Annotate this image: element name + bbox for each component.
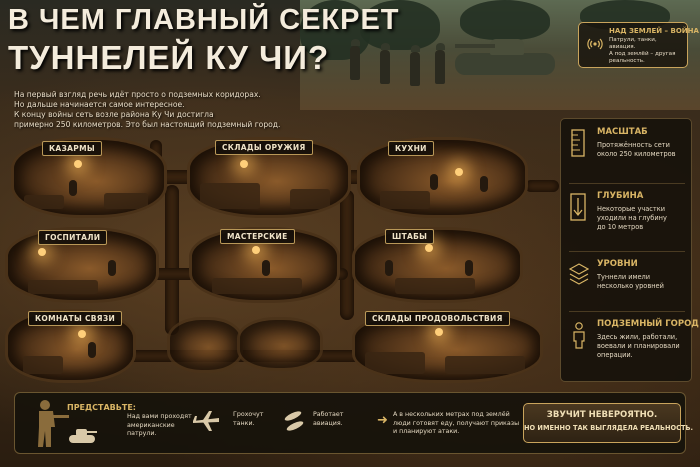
imagine-text: Грохочут танки. bbox=[233, 411, 263, 428]
fact-text: Здесь жили, работали, воевали и планиров… bbox=[597, 333, 689, 360]
war-above-notice: НАД ЗЕМЛЕЙ – ВОЙНА Патрули, танки, авиац… bbox=[578, 22, 699, 68]
imagine-line: авиация. bbox=[313, 419, 343, 427]
fact-heading: МАСШТАБ bbox=[597, 127, 648, 137]
chamber-small bbox=[170, 320, 240, 370]
layers-icon bbox=[569, 263, 589, 285]
tunnel-passage bbox=[165, 185, 179, 335]
tree bbox=[360, 0, 440, 50]
label-food-store: СКЛАДЫ ПРОДОВОЛЬСТВИЯ bbox=[365, 311, 510, 326]
notice-line: реальность. bbox=[609, 58, 645, 64]
notice-heading: НАД ЗЕМЛЕЙ – ВОЙНА bbox=[609, 27, 699, 35]
imagine-text: Работает авиация. bbox=[313, 411, 343, 428]
fact-line: до 10 метров bbox=[597, 223, 644, 231]
divider bbox=[569, 311, 685, 312]
fact-heading: ПОДЗЕМНЫЙ ГОРОД bbox=[597, 319, 699, 329]
intro-line: К концу войны сеть возле района Ку Чи до… bbox=[14, 110, 214, 119]
imagine-text: А в нескольких метрах под землёй люди го… bbox=[393, 411, 519, 437]
notice-line: А под землёй – другая bbox=[609, 51, 676, 57]
fact-text: Туннели имели несколько уровней bbox=[597, 273, 689, 291]
fact-line: Туннели имели bbox=[597, 273, 651, 281]
radio-waves-icon bbox=[587, 38, 603, 50]
imagine-item-patrols: Над вами проходят американские патрули. bbox=[67, 407, 192, 443]
imagine-line: Грохочут bbox=[233, 411, 264, 418]
intro-line: На первый взгляд речь идёт просто о подз… bbox=[14, 90, 261, 99]
fact-line: Здесь жили, работали, bbox=[597, 333, 678, 341]
notice-line: Патрули, танки, авиация. bbox=[609, 37, 657, 50]
soldier-figure bbox=[435, 43, 445, 84]
intro-text: На первый взгляд речь идёт просто о подз… bbox=[14, 90, 314, 130]
soldier-figure bbox=[350, 39, 360, 80]
tree bbox=[460, 0, 550, 40]
label-workshop: МАСТЕРСКИЕ bbox=[220, 229, 295, 244]
fact-depth: ГЛУБИНА Некоторые участки уходили на глу… bbox=[565, 189, 689, 249]
tank-figure bbox=[455, 35, 555, 75]
tunnel-passage bbox=[525, 180, 559, 192]
label-barracks: КАЗАРМЫ bbox=[42, 141, 102, 156]
fact-line: Протяжённость сети bbox=[597, 141, 670, 149]
imagine-line: патрули. bbox=[127, 430, 157, 437]
title-line-1: В ЧЕМ ГЛАВНЫЙ СЕКРЕТ bbox=[8, 4, 400, 36]
depth-arrow-icon bbox=[570, 193, 586, 221]
intro-line: Но дальше начинается самое интересное. bbox=[14, 100, 185, 109]
conclusion-box: ЗВУЧИТ НЕВЕРОЯТНО. НО ИМЕННО ТАК ВЫГЛЯДЕ… bbox=[523, 403, 694, 443]
title-line-2: ТУННЕЛЕЙ КУ ЧИ? bbox=[8, 39, 330, 76]
imagine-line: танки. bbox=[233, 419, 255, 427]
fact-line: несколько уровней bbox=[597, 282, 664, 290]
label-headquarters: ШТАБЫ bbox=[385, 229, 435, 244]
person-icon bbox=[573, 322, 585, 349]
label-hospital: ГОСПИТАЛИ bbox=[38, 230, 108, 245]
bombs-icon bbox=[284, 411, 304, 431]
imagine-line: американские bbox=[127, 421, 175, 429]
imagine-panel: ПРЕДСТАВЬТЕ: Над вами проходят американс… bbox=[14, 392, 694, 454]
divider bbox=[569, 183, 685, 184]
soldier-silhouette-icon bbox=[38, 400, 69, 447]
page-title: В ЧЕМ ГЛАВНЫЙ СЕКРЕТ ТУННЕЛЕЙ КУ ЧИ? bbox=[8, 4, 400, 76]
divider bbox=[569, 251, 685, 252]
fact-heading: УРОВНИ bbox=[597, 259, 638, 269]
fact-line: воевали и планировали bbox=[597, 342, 680, 350]
fact-line: Некоторые участки bbox=[597, 205, 666, 213]
notice-text: Патрули, танки, авиация. А под землёй – … bbox=[609, 37, 682, 65]
fact-heading: ГЛУБИНА bbox=[597, 191, 644, 201]
conclusion-line-2: НО ИМЕННО ТАК ВЫГЛЯДЕЛА РЕАЛЬНОСТЬ. bbox=[524, 424, 694, 432]
imagine-line: люди готовят еду, получают приказы bbox=[393, 419, 520, 427]
imagine-text: Над вами проходят американские патрули. bbox=[127, 413, 192, 439]
fact-line: около 250 километров bbox=[597, 150, 676, 158]
fact-text: Протяжённость сети около 250 километров bbox=[597, 141, 689, 159]
conclusion-line-1: ЗВУЧИТ НЕВЕРОЯТНО. bbox=[546, 410, 658, 420]
tank-icon bbox=[69, 429, 97, 443]
tunnel-passage bbox=[340, 190, 354, 320]
imagine-item-underground: А в нескольких метрах под землёй люди го… bbox=[393, 407, 523, 443]
label-kitchen: КУХНИ bbox=[388, 141, 434, 156]
soldier-figure bbox=[380, 43, 390, 84]
imagine-line: Работает bbox=[313, 411, 344, 418]
fact-line: уходили на глубину bbox=[597, 214, 667, 222]
fact-levels: УРОВНИ Туннели имели несколько уровней bbox=[565, 257, 689, 317]
fact-underground-city: ПОДЗЕМНЫЙ ГОРОД Здесь жили, работали, во… bbox=[565, 317, 699, 377]
chamber-headquarters bbox=[355, 230, 520, 300]
fact-text: Некоторые участки уходили на глубину до … bbox=[597, 205, 689, 232]
imagine-heading: ПРЕДСТАВЬТЕ: bbox=[67, 403, 136, 412]
imagine-item-aviation: Работает авиация. bbox=[281, 407, 377, 443]
imagine-item-tanks: Грохочут танки. bbox=[191, 407, 281, 443]
label-comms: КОМНАТЫ СВЯЗИ bbox=[28, 311, 123, 326]
chamber-kitchen bbox=[360, 140, 525, 215]
ruler-icon bbox=[571, 129, 585, 157]
intro-line: примерно 250 километров. Это был настоящ… bbox=[14, 120, 281, 129]
imagine-line: и планируют атаки. bbox=[393, 428, 460, 435]
fact-line: операции. bbox=[597, 351, 633, 359]
imagine-line: А в нескольких метрах под землёй bbox=[393, 411, 510, 418]
soldier-figure bbox=[410, 45, 420, 86]
arrow-icon: ➜ bbox=[377, 413, 388, 428]
airplane-icon bbox=[193, 411, 219, 431]
chamber-small bbox=[240, 320, 320, 368]
fact-scale: МАСШТАБ Протяжённость сети около 250 кил… bbox=[565, 125, 689, 185]
label-weapons-store: СКЛАДЫ ОРУЖИЯ bbox=[215, 140, 313, 155]
facts-sidebar: МАСШТАБ Протяжённость сети около 250 кил… bbox=[560, 118, 699, 382]
imagine-line: Над вами проходят bbox=[127, 413, 192, 420]
